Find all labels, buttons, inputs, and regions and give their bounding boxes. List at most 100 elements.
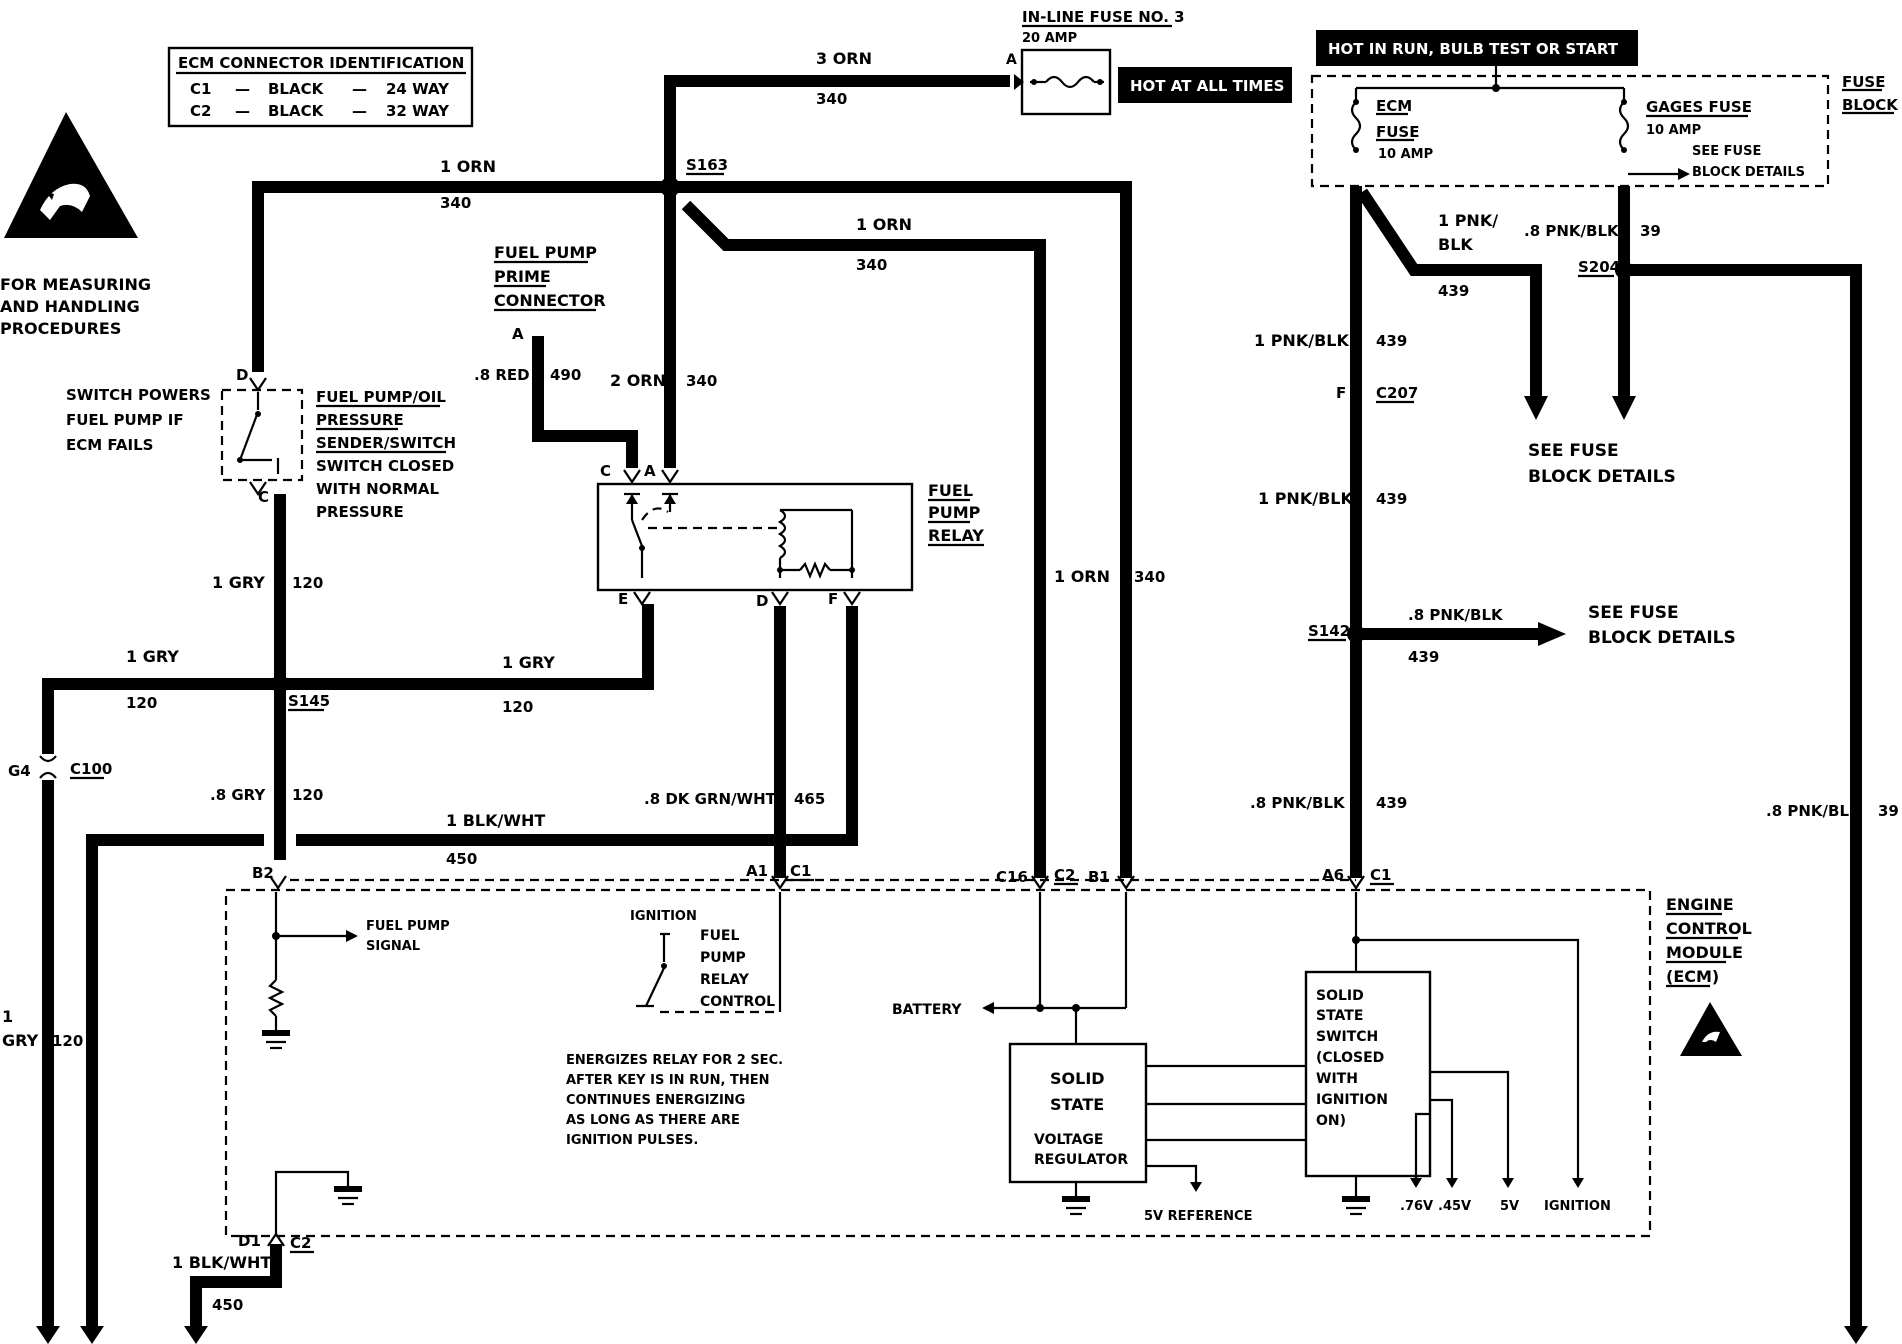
blk-wht-arrow-icon xyxy=(80,1326,104,1344)
wire-439-b: 439 xyxy=(1376,490,1407,508)
wire-8-pnk-blk-ecm: .8 PNK/BLK xyxy=(1250,794,1346,812)
conn-c100-bottom xyxy=(39,771,57,779)
splice-s145-label: S145 xyxy=(288,692,330,710)
wire-39-right: 39 xyxy=(1878,802,1899,820)
wire-gry-left-label: 1 GRY xyxy=(126,647,179,666)
svg-text:—: — xyxy=(352,80,367,98)
wire-8-red-label: .8 RED xyxy=(474,366,530,384)
relay-pin-a: A xyxy=(644,462,656,480)
wire-490-label: 490 xyxy=(550,366,581,384)
fuse-block xyxy=(1310,66,1830,188)
ecm-fuse-rating: 10 AMP xyxy=(1378,147,1433,162)
pnk-blk-arrow-4 xyxy=(1844,1326,1868,1344)
wire-8-gry-label: .8 GRY xyxy=(210,786,266,804)
orn-wires xyxy=(252,75,1132,878)
pnk-blk-arrow-2 xyxy=(1612,396,1636,420)
blk-wht-bottom-arrow-icon xyxy=(184,1326,208,1344)
ecm-fuse-label-1: ECM xyxy=(1376,97,1412,115)
splice-s142 xyxy=(1347,625,1365,643)
ecm-ign-out-label: IGNITION xyxy=(1544,1199,1611,1214)
wire-gry-right-label: 1 GRY xyxy=(502,653,555,672)
ss-switch-label-1: SOLID xyxy=(1316,988,1364,1004)
gages-see-fuse-1: SEE FUSE xyxy=(1692,144,1761,159)
conn-c2-label: C2 xyxy=(1054,866,1075,884)
wire-8-gry-circuit: 120 xyxy=(292,786,323,804)
switch-desc-3: PRESSURE xyxy=(316,503,404,521)
conn-row-c1-ways: 24 WAY xyxy=(386,80,450,98)
ecm-fuse-label-2: FUSE xyxy=(1376,123,1419,141)
wire-gry-stacked-circuit: 120 xyxy=(52,1032,83,1050)
gry-arrow-icon xyxy=(36,1326,60,1344)
ecm-note-5: IGNITION PULSES. xyxy=(566,1133,698,1148)
relay-control-3: RELAY xyxy=(700,972,750,988)
wire-1-orn-right-label: 1 ORN xyxy=(1054,567,1110,586)
fuse-block-label-2: BLOCK xyxy=(1842,96,1899,114)
conn-c1-a6-label: C1 xyxy=(1370,866,1391,884)
wire-8-pnk-blk-s142: .8 PNK/BLK xyxy=(1408,606,1504,624)
hot-at-all-times-badge xyxy=(1118,67,1292,103)
splice-s145 xyxy=(271,675,289,693)
ecm-note-3: CONTINUES ENERGIZING xyxy=(566,1093,745,1108)
v076-label: .76V xyxy=(1400,1199,1433,1214)
switch-pin-c: C xyxy=(258,488,269,506)
gages-fuse-label: GAGES FUSE xyxy=(1646,98,1752,116)
gry-wires xyxy=(42,494,654,1330)
ss-switch-label-3: SWITCH xyxy=(1316,1029,1378,1045)
fuel-pump-signal-1: FUEL PUMP xyxy=(366,919,450,934)
see-fuse-2-line1: SEE FUSE xyxy=(1588,603,1679,623)
switch-desc-1: SWITCH CLOSED xyxy=(316,457,454,475)
switch-title-2: PRESSURE xyxy=(316,411,404,429)
relay-pin-f: F xyxy=(828,590,838,608)
wire-3-orn-circuit: 340 xyxy=(816,90,847,108)
wire-dk-grn-wht: .8 DK GRN/WHT xyxy=(644,790,777,808)
conn-b1-label: B1 xyxy=(1088,868,1110,886)
inline-fuse-title: IN-LINE FUSE NO. 3 xyxy=(1022,8,1185,26)
ecm-connector-id-box: ECM CONNECTOR IDENTIFICATION C1 — BLACK … xyxy=(167,46,474,128)
ecm-label-1: ENGINE xyxy=(1666,895,1734,914)
ecm-ignition-label: IGNITION xyxy=(630,909,697,924)
relay-pin-c: C xyxy=(600,462,611,480)
wire-1-orn-left-circuit: 340 xyxy=(440,194,471,212)
wire-1-orn-diag-circuit: 340 xyxy=(856,256,887,274)
ss-switch-label-6: IGNITION xyxy=(1316,1092,1388,1108)
conn-row-c2-color: BLACK xyxy=(268,102,325,120)
conn-f-pin: F xyxy=(1336,384,1346,402)
splice-s142-label: S142 xyxy=(1308,622,1350,640)
see-fuse-1-line1: SEE FUSE xyxy=(1528,441,1619,461)
svg-text:—: — xyxy=(235,80,250,98)
wire-439-a: 439 xyxy=(1376,332,1407,350)
conn-g4-label: G4 xyxy=(8,762,31,780)
ecm-connector-id-title: ECM CONNECTOR IDENTIFICATION xyxy=(178,54,464,72)
conn-c100-top xyxy=(39,755,57,763)
see-fuse-2-line2: BLOCK DETAILS xyxy=(1588,628,1736,648)
ecm-label-2: CONTROL xyxy=(1666,919,1752,938)
prime-connector-label-2: PRIME xyxy=(494,267,551,286)
wire-8-pnk-blk-gages: .8 PNK/BLK xyxy=(1524,222,1620,240)
regulator-label-3: VOLTAGE xyxy=(1034,1132,1103,1148)
conn-a6-label: A6 xyxy=(1322,866,1344,884)
hot-in-run-badge xyxy=(1316,30,1638,66)
conn-c1-a1-label: C1 xyxy=(790,862,811,880)
wire-red-490 xyxy=(532,336,638,468)
ss-switch-label-5: WITH xyxy=(1316,1071,1358,1087)
wire-439-ecm: 439 xyxy=(1376,794,1407,812)
wire-2-orn-label: 2 ORN xyxy=(610,371,666,390)
wire-gry-switch-label: 1 GRY xyxy=(212,573,265,592)
fuel-pump-relay xyxy=(596,469,914,606)
conn-row-c1-color: BLACK xyxy=(268,80,325,98)
switch-title-3: SENDER/SWITCH xyxy=(316,434,456,452)
relay-label-2: PUMP xyxy=(928,503,981,522)
v5-label: 5V xyxy=(1500,1199,1519,1214)
conn-row-c1-id: C1 xyxy=(190,80,211,98)
relay-control-2: PUMP xyxy=(700,950,746,966)
wire-gry-switch-circuit: 120 xyxy=(292,574,323,592)
prime-connector-label-1: FUEL PUMP xyxy=(494,243,597,262)
conn-b2-label: B2 xyxy=(252,864,274,882)
inline-fuse-pin: A xyxy=(1006,52,1017,68)
conn-c207-label: C207 xyxy=(1376,384,1418,402)
ecm-note-4: AS LONG AS THERE ARE xyxy=(566,1113,740,1128)
esd-note-line2: AND HANDLING xyxy=(0,297,140,316)
gages-see-fuse-2: BLOCK DETAILS xyxy=(1692,165,1805,180)
ss-switch-label-4: (CLOSED xyxy=(1316,1050,1384,1066)
relay-label-3: RELAY xyxy=(928,526,984,545)
